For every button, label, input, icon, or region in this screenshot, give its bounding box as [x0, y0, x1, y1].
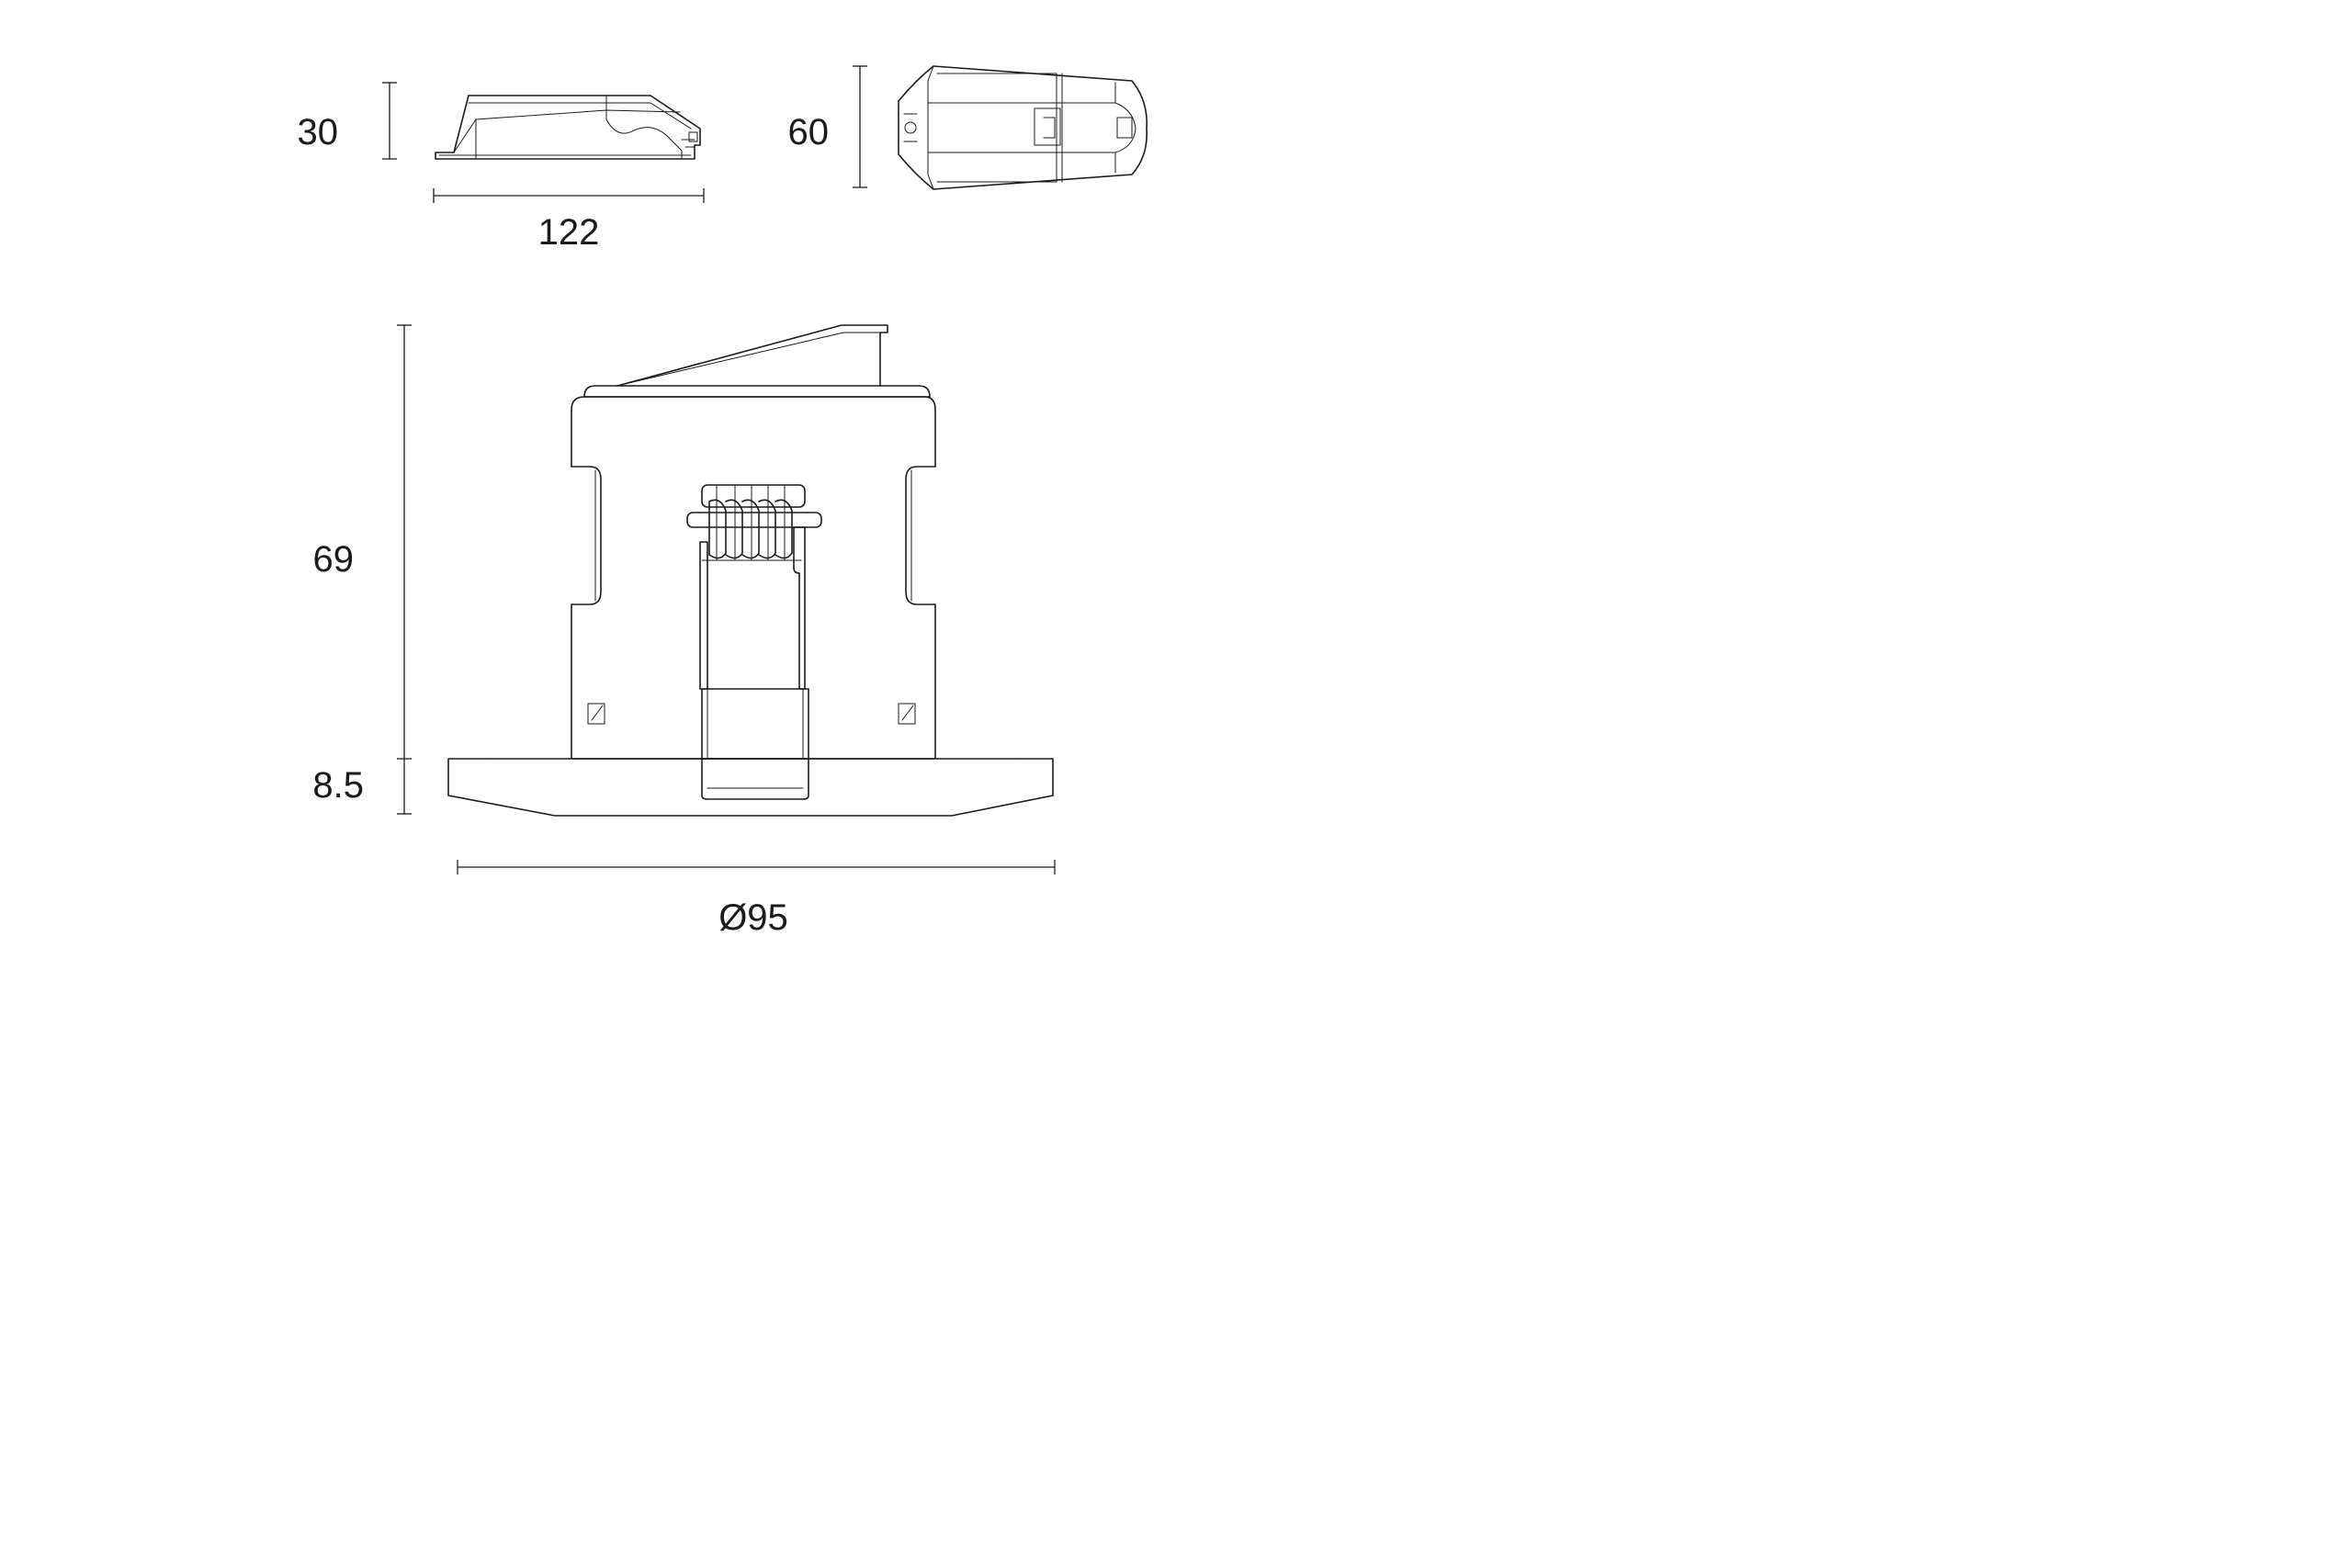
- dimension-side-length-label: 122: [538, 212, 600, 253]
- dimension-top-width-label: 60: [788, 112, 830, 152]
- dimension-diameter-label: Ø95: [718, 897, 788, 938]
- driver-top-body: [898, 65, 1148, 190]
- dimension-fixture-height-label: 69: [313, 539, 355, 580]
- dimension-line-diameter: [457, 860, 1056, 874]
- technical-drawing: 30 122 60: [298, 65, 1148, 938]
- spring-clip: [686, 484, 822, 690]
- clip-foot: [701, 688, 809, 760]
- heatsink-cap: [583, 324, 931, 398]
- dimension-line-side-length: [433, 188, 705, 203]
- downlight-front-view: 69 8.5: [312, 324, 1056, 938]
- dimension-line-fixture-height: [397, 324, 412, 760]
- driver-side-body: [435, 95, 701, 160]
- bezel: [447, 758, 1054, 817]
- dimension-bezel-height-label: 8.5: [312, 765, 364, 806]
- dimension-side-height-label: 30: [298, 112, 339, 152]
- dimension-line-top-width: [853, 65, 867, 188]
- dimension-line-bezel-height: [397, 759, 412, 815]
- dimension-line-side-height: [382, 82, 397, 160]
- driver-top-view: 60: [788, 65, 1148, 190]
- driver-side-view: 30 122: [298, 82, 705, 253]
- housing-body: [571, 396, 936, 760]
